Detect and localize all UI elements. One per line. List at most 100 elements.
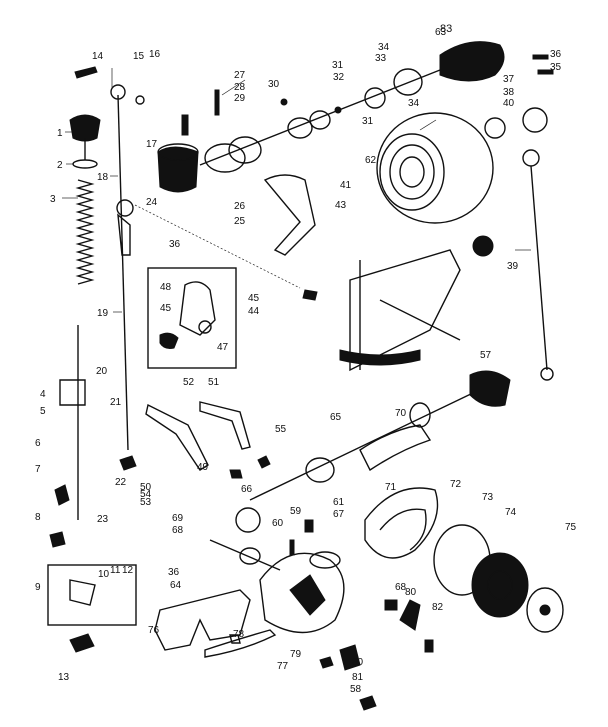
label-26: 26 — [234, 201, 246, 212]
label-81: 81 — [352, 672, 364, 683]
upper-arm-shaft — [199, 41, 505, 173]
label-31a: 31 — [332, 60, 344, 71]
label-62: 62 — [365, 155, 377, 166]
label-39: 39 — [507, 261, 519, 272]
hook-drive-shaft — [209, 539, 281, 571]
inset-box-46 — [147, 267, 237, 369]
levers — [145, 401, 251, 471]
label-5: 5 — [40, 406, 46, 417]
label-59: 59 — [290, 506, 302, 517]
label-9: 9 — [35, 582, 41, 593]
label-57: 57 — [480, 350, 492, 361]
parts-layer — [47, 41, 564, 711]
link-43 — [263, 174, 316, 256]
label-33: 33 — [375, 53, 387, 64]
label-21: 21 — [110, 397, 122, 408]
label-23: 23 — [97, 514, 109, 525]
bobbin-hook-assembly — [433, 524, 564, 633]
callout-labels: 1 2 3 4 5 6 7 8 9 10 11 12 13 14 15 16 1… — [35, 23, 577, 695]
label-4: 4 — [40, 389, 46, 400]
zigzag-mechanism — [339, 235, 494, 372]
label-68b: 68 — [395, 582, 407, 593]
label-7: 7 — [35, 464, 41, 475]
label-19: 19 — [97, 308, 109, 319]
thread-guide — [59, 325, 86, 520]
label-27: 27 — [234, 70, 246, 81]
connecting-rod-39 — [522, 149, 554, 381]
screws — [49, 54, 554, 711]
label-49: 49 — [197, 462, 209, 473]
label-55: 55 — [275, 424, 287, 435]
label-41: 41 — [340, 180, 352, 191]
label-48: 48 — [160, 282, 172, 293]
label-52: 52 — [183, 377, 195, 388]
label-79: 79 — [290, 649, 302, 660]
label-16: 16 — [149, 49, 161, 60]
label-80b: 80 — [352, 657, 364, 668]
label-10: 10 — [98, 569, 110, 580]
label-78: 78 — [233, 629, 245, 640]
rotary-hook — [259, 551, 345, 634]
label-70: 70 — [395, 408, 407, 419]
label-22: 22 — [115, 477, 127, 488]
handwheel — [376, 112, 494, 224]
leader-lines — [62, 68, 531, 313]
label-83: 83 — [440, 23, 452, 35]
inset-box-9 — [47, 564, 137, 626]
label-47: 47 — [217, 342, 229, 353]
label-36a: 36 — [550, 49, 562, 60]
label-73: 73 — [482, 492, 494, 503]
label-77: 77 — [277, 661, 289, 672]
label-40: 40 — [503, 98, 515, 109]
label-34b: 34 — [408, 98, 420, 109]
label-60: 60 — [272, 518, 284, 529]
label-20: 20 — [96, 366, 108, 377]
label-17: 17 — [146, 139, 158, 150]
label-71: 71 — [385, 482, 397, 493]
label-63: 63 — [435, 27, 447, 38]
label-13: 13 — [58, 672, 70, 683]
label-6: 6 — [35, 438, 41, 449]
label-15: 15 — [133, 51, 145, 62]
label-66: 66 — [241, 484, 253, 495]
label-29: 29 — [234, 93, 246, 104]
feed-dog-76 — [154, 589, 251, 651]
label-82: 82 — [432, 602, 444, 613]
link-77 — [204, 629, 277, 658]
label-18: 18 — [97, 172, 109, 183]
label-38: 38 — [503, 87, 515, 98]
label-67: 67 — [333, 509, 345, 520]
label-80a: 80 — [405, 587, 417, 598]
label-37: 37 — [503, 74, 515, 85]
label-30: 30 — [268, 79, 280, 90]
label-11: 11 — [110, 565, 121, 576]
label-34a: 34 — [378, 42, 390, 53]
label-65: 65 — [330, 412, 342, 423]
lower-shaft — [235, 370, 511, 533]
label-75: 75 — [565, 522, 577, 533]
label-35: 35 — [550, 62, 562, 73]
label-3: 3 — [50, 194, 56, 205]
needle-bar-crank — [157, 143, 199, 193]
feed-dog-cover — [364, 487, 439, 559]
label-36b: 36 — [169, 239, 181, 250]
label-61: 61 — [333, 497, 345, 508]
spring — [75, 179, 95, 285]
label-51: 51 — [208, 377, 220, 388]
label-32: 32 — [333, 72, 345, 83]
label-25: 25 — [234, 216, 246, 227]
label-12: 12 — [122, 565, 134, 576]
label-24: 24 — [146, 197, 158, 208]
label-45b: 45 — [160, 303, 172, 314]
label-36c: 36 — [168, 567, 180, 578]
label-8: 8 — [35, 512, 41, 523]
label-44: 44 — [248, 306, 260, 317]
label-1: 1 — [57, 128, 63, 139]
needle-bar — [110, 84, 134, 451]
label-54: 54 — [140, 489, 152, 500]
label-53: 53 — [140, 497, 152, 508]
presser-bar-assembly — [69, 114, 101, 285]
label-64: 64 — [170, 580, 182, 591]
label-72: 72 — [450, 479, 462, 490]
label-43: 43 — [335, 200, 347, 211]
